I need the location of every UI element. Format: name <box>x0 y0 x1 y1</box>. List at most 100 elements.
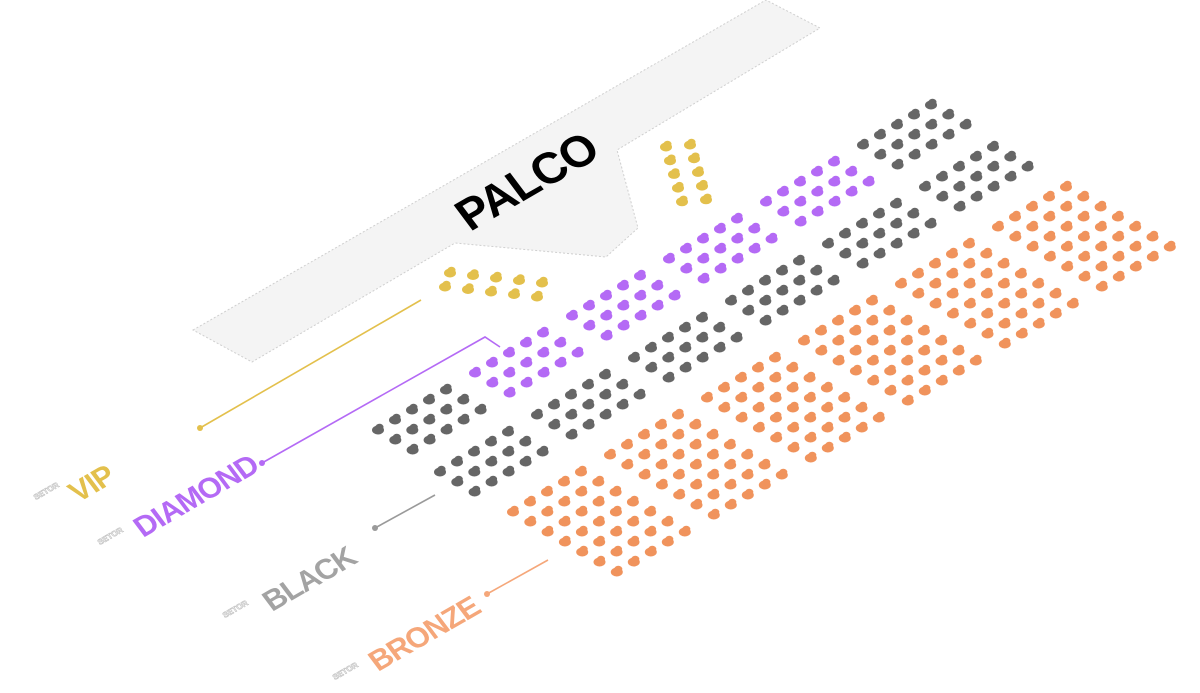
seat-bronze[interactable] <box>998 337 1011 349</box>
seat-bronze[interactable] <box>929 297 942 309</box>
seat-diamond[interactable] <box>486 376 499 388</box>
seat-bronze[interactable] <box>1014 267 1027 279</box>
sector-label-bronze[interactable]: SETOR BRONZE <box>331 591 487 682</box>
seat-black[interactable] <box>502 425 514 437</box>
seat-diamond[interactable] <box>811 165 823 177</box>
seat-diamond[interactable] <box>697 232 709 244</box>
seat-vip[interactable] <box>485 285 497 297</box>
seat-bronze[interactable] <box>638 428 650 440</box>
seat-diamond[interactable] <box>714 222 726 234</box>
seat-vip[interactable] <box>536 276 548 288</box>
seat-black[interactable] <box>451 455 463 467</box>
seat-bronze[interactable] <box>575 505 588 517</box>
seat-bronze[interactable] <box>1026 200 1038 212</box>
seat-bronze[interactable] <box>935 354 948 366</box>
seat-black[interactable] <box>856 237 869 249</box>
seat-bronze[interactable] <box>838 431 851 443</box>
seat-bronze[interactable] <box>644 525 657 537</box>
seat-bronze[interactable] <box>980 247 993 259</box>
seat-bronze[interactable] <box>593 535 606 547</box>
seat-black[interactable] <box>776 264 788 276</box>
seat-diamond[interactable] <box>862 175 875 187</box>
seat-bronze[interactable] <box>980 287 993 299</box>
seat-bronze[interactable] <box>1066 297 1079 309</box>
seat-bronze[interactable] <box>741 448 754 460</box>
seat-black[interactable] <box>873 227 886 239</box>
seat-black[interactable] <box>662 371 675 383</box>
seat-black[interactable] <box>502 445 515 457</box>
seat-bronze[interactable] <box>576 545 589 557</box>
sector-label-diamond[interactable]: SETOR DIAMOND <box>96 449 266 547</box>
seat-bronze[interactable] <box>912 287 925 299</box>
seat-black[interactable] <box>389 413 401 425</box>
seat-bronze[interactable] <box>804 431 817 443</box>
seat-diamond[interactable] <box>777 205 790 217</box>
sector-label-black[interactable]: SETOR BLACK <box>221 541 364 620</box>
seat-vip[interactable] <box>664 154 676 166</box>
seat-black[interactable] <box>485 435 497 447</box>
seat-black[interactable] <box>406 443 419 455</box>
seat-bronze[interactable] <box>821 421 834 433</box>
seat-bronze[interactable] <box>815 324 827 336</box>
seat-diamond[interactable] <box>828 155 840 167</box>
seat-vip[interactable] <box>692 166 704 177</box>
seat-bronze[interactable] <box>626 495 639 507</box>
seat-diamond[interactable] <box>668 289 681 301</box>
seat-black[interactable] <box>890 237 903 249</box>
seat-bronze[interactable] <box>849 304 861 316</box>
seat-black[interactable] <box>890 217 903 229</box>
seat-bronze[interactable] <box>1043 210 1056 222</box>
seat-bronze[interactable] <box>638 468 651 480</box>
seat-bronze[interactable] <box>610 525 623 537</box>
seat-bronze[interactable] <box>838 411 851 423</box>
seat-vip[interactable] <box>444 266 456 278</box>
seat-bronze[interactable] <box>963 257 976 269</box>
seat-bronze[interactable] <box>689 458 702 470</box>
seat-diamond[interactable] <box>617 319 630 331</box>
seat-vip[interactable] <box>668 168 680 179</box>
seat-black[interactable] <box>423 393 435 405</box>
seat-diamond[interactable] <box>794 175 806 187</box>
seat-bronze[interactable] <box>661 515 674 527</box>
seat-bronze[interactable] <box>769 411 782 423</box>
seat-black[interactable] <box>822 237 834 249</box>
seat-bronze[interactable] <box>832 354 845 366</box>
seat-bronze[interactable] <box>638 448 651 460</box>
seat-bronze[interactable] <box>901 394 914 406</box>
seat-diamond[interactable] <box>537 366 550 378</box>
seat-bronze[interactable] <box>1146 250 1159 262</box>
seat-bronze[interactable] <box>901 354 914 366</box>
seat-bronze[interactable] <box>672 468 685 480</box>
seat-bronze[interactable] <box>1129 240 1142 252</box>
seat-bronze[interactable] <box>575 525 588 537</box>
seat-bronze[interactable] <box>724 478 737 490</box>
seat-black[interactable] <box>468 445 480 457</box>
seat-black[interactable] <box>582 378 594 390</box>
seat-bronze[interactable] <box>610 545 623 557</box>
seat-diamond[interactable] <box>503 346 515 358</box>
seat-black[interactable] <box>696 311 708 323</box>
seat-bronze[interactable] <box>735 391 748 403</box>
seat-bronze[interactable] <box>855 401 868 413</box>
seat-diamond[interactable] <box>503 386 516 398</box>
seat-bronze[interactable] <box>884 364 897 376</box>
seat-black[interactable] <box>548 398 560 410</box>
seat-bronze[interactable] <box>1060 240 1073 252</box>
seat-bronze[interactable] <box>918 384 931 396</box>
seat-bronze[interactable] <box>963 237 975 249</box>
seat-bronze[interactable] <box>849 344 862 356</box>
sector-label-vip[interactable]: SETOR VIP <box>32 460 122 509</box>
seat-black[interactable] <box>970 170 983 182</box>
seat-black[interactable] <box>582 398 595 410</box>
seat-diamond[interactable] <box>520 356 533 368</box>
seat-bronze[interactable] <box>655 438 668 450</box>
seat-black[interactable] <box>759 314 772 326</box>
seat-black[interactable] <box>925 98 937 110</box>
seat-black[interactable] <box>942 128 955 140</box>
seat-bronze[interactable] <box>1015 327 1028 339</box>
seat-bronze[interactable] <box>575 485 588 497</box>
seat-bronze[interactable] <box>803 391 816 403</box>
seat-black[interactable] <box>457 413 470 425</box>
seat-bronze[interactable] <box>741 488 754 500</box>
seat-bronze[interactable] <box>758 478 771 490</box>
